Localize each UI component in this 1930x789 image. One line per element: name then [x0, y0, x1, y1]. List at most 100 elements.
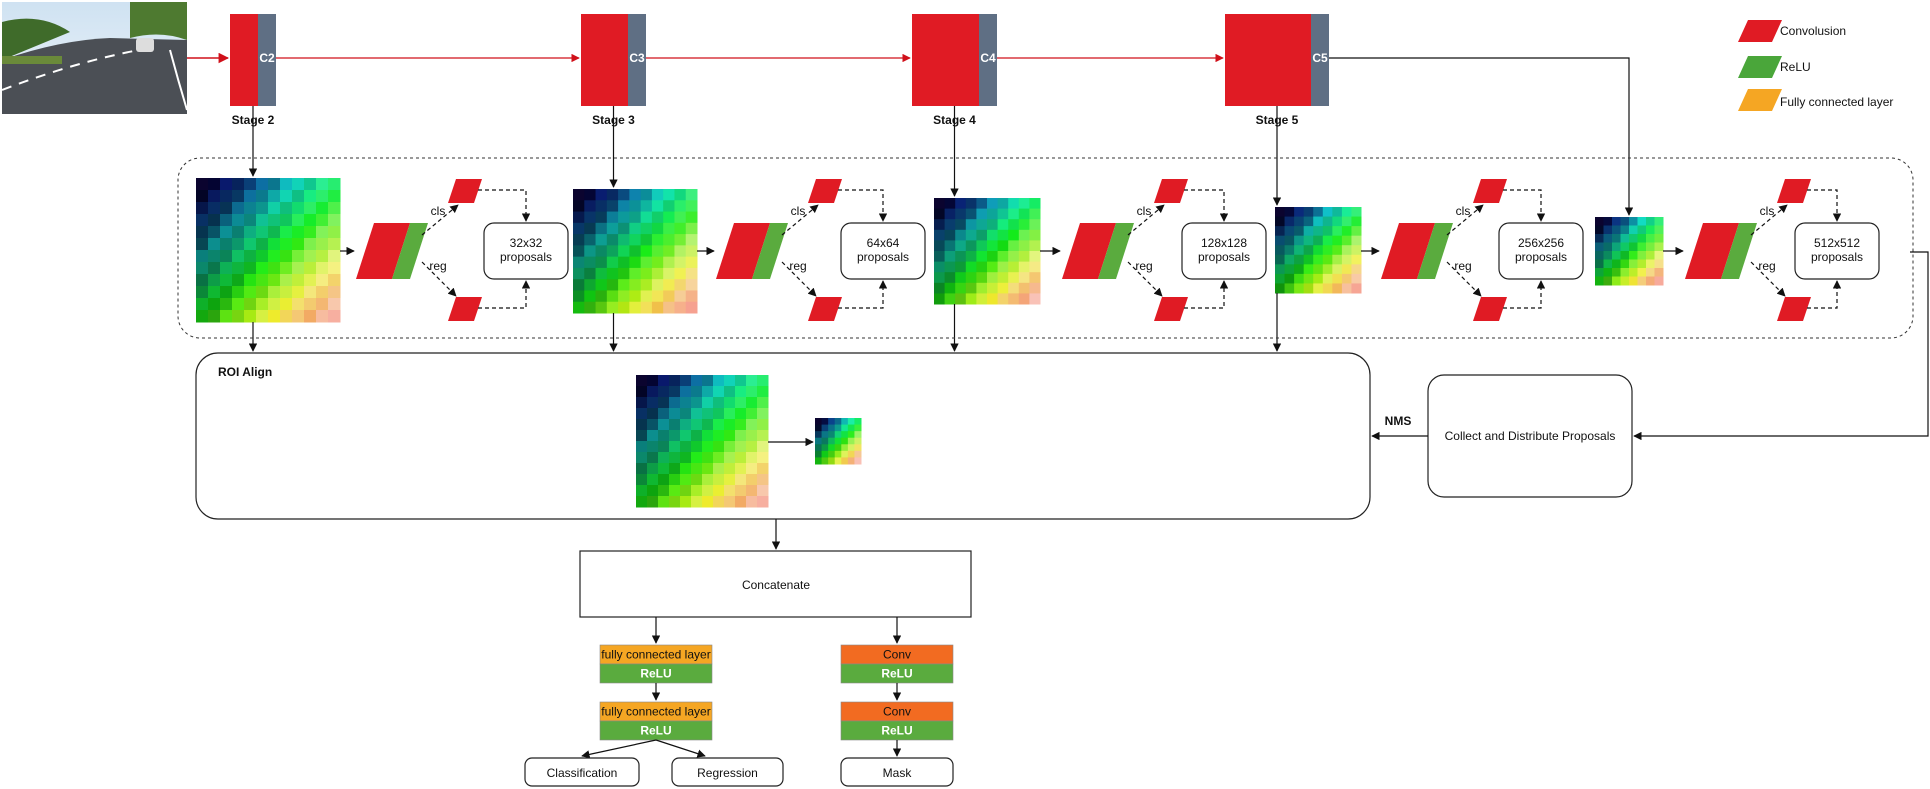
feature-cell [244, 238, 257, 251]
feature-cell [316, 262, 329, 275]
feature-cell [244, 262, 257, 275]
feature-cell [1275, 235, 1286, 246]
feature-cell [680, 408, 692, 420]
feature-cell [1351, 283, 1362, 294]
proposals-box [1794, 222, 1880, 280]
feature-cell [1313, 283, 1324, 294]
feature-cell [640, 234, 653, 246]
feature-cell [834, 450, 842, 458]
feature-cell [629, 267, 642, 280]
feature-cell [976, 208, 988, 220]
feature-cell [821, 418, 829, 426]
reg-to-proposals-arrow [1503, 280, 1546, 309]
feature-cell [640, 245, 653, 258]
feature-cell [674, 222, 687, 235]
feature-cell [680, 375, 692, 387]
feature-cell [244, 202, 257, 215]
feature-cell [573, 222, 585, 235]
feature-cell [328, 214, 341, 227]
feature-cell [944, 229, 956, 241]
proposals-box [1498, 222, 1584, 280]
cls-label: cls [791, 204, 806, 218]
feature-cell [841, 437, 849, 445]
feature-cell [841, 418, 849, 426]
feature-cell [841, 444, 849, 452]
feature-cell [292, 178, 305, 191]
feature-cell [584, 211, 597, 224]
feature-cell [955, 229, 967, 241]
feature-cell [651, 234, 664, 246]
feature-cell [713, 474, 725, 486]
feature-cell [232, 226, 245, 239]
feature-cell [618, 222, 630, 235]
feature-cell [636, 386, 648, 398]
feature-cell [1620, 251, 1630, 260]
feature-cell [1275, 207, 1286, 218]
feature-cell [1595, 276, 1604, 286]
feature-cell [220, 226, 233, 239]
legend-swatch-relu [1738, 56, 1782, 78]
feature-cell [244, 274, 257, 287]
feature-cell [208, 310, 221, 323]
feature-cell [691, 463, 703, 475]
feature-cell [685, 290, 698, 303]
feature-cell [1275, 245, 1286, 256]
to-classification-arrow [581, 739, 657, 759]
feature-cell [1595, 259, 1604, 269]
feature-cell [1284, 264, 1295, 275]
feature-cell [934, 293, 946, 305]
feature-cell [934, 219, 946, 231]
feature-cell [1018, 282, 1030, 294]
feature-cell [1018, 240, 1030, 252]
feature-cell [304, 214, 317, 227]
feature-cell [268, 178, 281, 191]
feature-cell [828, 418, 836, 426]
feature-cell [934, 261, 946, 273]
feature-cell [316, 178, 329, 191]
feature-cell [1322, 264, 1333, 275]
cls-label: cls [1456, 204, 1471, 218]
feature-cell [573, 290, 585, 303]
feature-cell [1018, 272, 1030, 284]
feature-cell [618, 301, 630, 314]
feature-cell [713, 419, 725, 431]
feature-cell [328, 202, 341, 215]
rpn-relu-shape [1098, 223, 1134, 279]
feature-cell [606, 222, 619, 235]
feature-cell [292, 226, 305, 239]
rpn-conv-relu [356, 223, 428, 279]
feature-cell [828, 450, 836, 458]
feature-cell [584, 189, 597, 201]
feature-cell [663, 189, 675, 201]
feature-cell [663, 279, 675, 291]
feature-cell [208, 262, 221, 275]
reg-conv-shape [1473, 297, 1507, 321]
feature-cell [944, 198, 956, 210]
feature-cell [987, 229, 999, 241]
feature-cell [196, 214, 209, 227]
feature-cell [268, 262, 281, 275]
feature-cell [976, 219, 988, 231]
feature-cell [1654, 242, 1664, 252]
feature-cell [997, 251, 1009, 263]
feature-cell [702, 397, 714, 409]
reg-conv-shape [1777, 297, 1811, 321]
feature-cell [618, 200, 630, 213]
feature-cell [1637, 217, 1647, 226]
feature-cell [685, 256, 698, 269]
feature-cell [955, 198, 967, 210]
feature-cell [1654, 268, 1664, 277]
roi-feature-map [636, 375, 769, 508]
feature-cell [934, 229, 946, 241]
feature-cell [965, 293, 977, 305]
feature-cell [1620, 276, 1630, 286]
feature-cell [724, 419, 736, 431]
feature-cell [328, 274, 341, 287]
fpn-feature-map-4 [934, 198, 1041, 305]
feature-cell [196, 178, 209, 191]
feature-cell [663, 211, 675, 224]
feature-cell [658, 463, 670, 475]
feature-cell [757, 452, 769, 464]
feature-cell [196, 238, 209, 251]
feature-cell [976, 272, 988, 284]
